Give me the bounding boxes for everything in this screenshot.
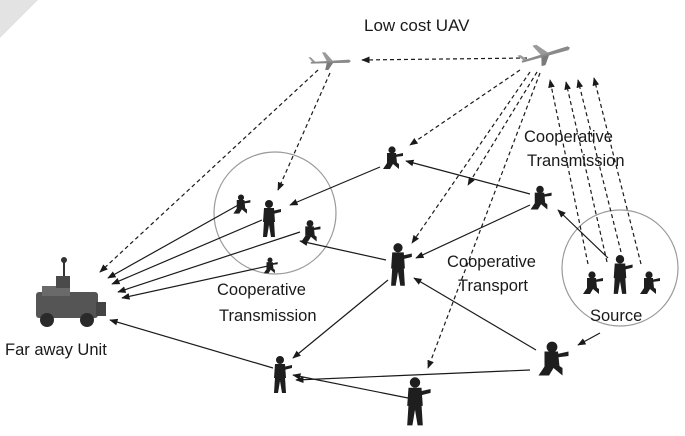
uav-relay-link	[411, 71, 531, 244]
source-label: Source	[590, 307, 643, 325]
soldier-icon	[383, 146, 403, 169]
ground-link	[299, 239, 387, 261]
ground-link	[292, 279, 389, 359]
ground-link	[405, 159, 531, 195]
uav-relay-link	[427, 72, 541, 369]
soldier-icon	[640, 271, 660, 294]
ground-link	[292, 373, 409, 399]
page-corner-decoration	[0, 0, 38, 38]
uav-relay-link	[467, 71, 538, 186]
left-group-circle	[213, 151, 337, 275]
ground-link	[121, 265, 269, 300]
soldier-icon	[613, 255, 633, 294]
uav-relay-link	[564, 81, 608, 263]
far-away-unit-vehicle-icon	[36, 257, 106, 327]
ground-link	[577, 332, 601, 346]
soldier-icon	[583, 271, 603, 294]
uav-relay-link	[361, 56, 528, 64]
coop-transmission-left-line1: Cooperative	[217, 281, 306, 299]
uav-relay-link	[576, 79, 622, 253]
soldier-icon	[263, 200, 281, 237]
ground-link	[289, 166, 381, 206]
uav-relay-link	[592, 77, 642, 265]
far-away-unit-label: Far away Unit	[5, 341, 107, 359]
ground-link	[111, 219, 263, 285]
soldier-icon	[391, 243, 412, 286]
coop-transport-line2: Transport	[458, 277, 528, 295]
ground-link	[295, 369, 531, 384]
coop-transmission-left-line2: Transmission	[219, 307, 317, 325]
soldier-icon	[274, 356, 292, 393]
uav-relay-link	[99, 69, 319, 273]
soldier-icon	[407, 377, 431, 426]
coop-transport-line1: Cooperative	[447, 253, 536, 271]
uav-relay-link	[409, 69, 521, 146]
ground-link	[415, 204, 531, 259]
uav-relay-link	[277, 72, 331, 191]
soldier-icon	[530, 185, 552, 210]
ground-link	[107, 203, 241, 279]
coop-transmission-top-line2: Transmission	[527, 152, 625, 170]
ground-link	[109, 318, 274, 369]
ground-link	[557, 209, 609, 259]
soldier-icon	[263, 257, 278, 274]
uav-relay-link	[548, 79, 589, 265]
uav-left-icon	[308, 52, 351, 70]
soldier-icon	[538, 341, 569, 376]
uav-label: Low cost UAV	[364, 16, 470, 35]
ground-link	[413, 277, 537, 351]
soldier-icon	[301, 220, 321, 242]
ground-link	[117, 231, 301, 293]
source-group-circle	[561, 209, 679, 327]
coop-transmission-top-line1: Cooperative	[524, 128, 613, 146]
uav-right-icon	[515, 37, 573, 72]
soldier-icon	[233, 194, 251, 214]
